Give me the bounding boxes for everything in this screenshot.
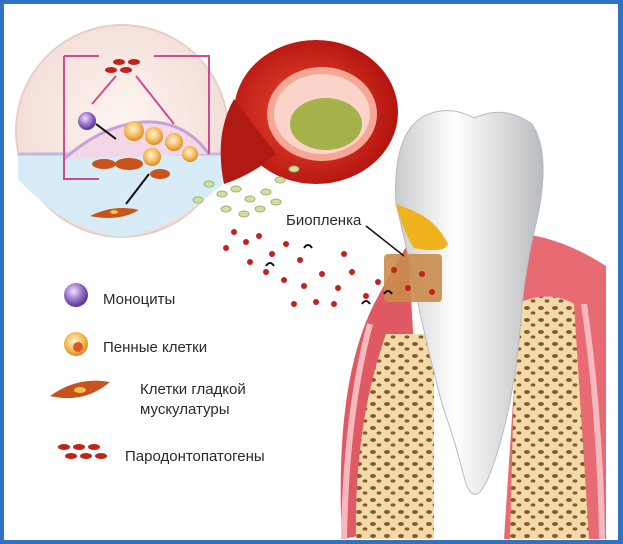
legend-monocytes-label: Моноциты [103, 291, 175, 309]
periodontopathogen-icon [58, 444, 107, 459]
biofilm-pointer [366, 226, 404, 256]
blood-vessel [193, 40, 398, 217]
pathogen-rods [266, 245, 392, 304]
monocyte-icon [64, 283, 88, 307]
inflamed-pocket [384, 254, 442, 302]
artery-inset [16, 25, 228, 237]
legend-smooth-muscle-label-line1: Клетки гладкой [140, 381, 246, 399]
plaque [290, 98, 362, 150]
legend-foam-cells-label: Пенные клетки [103, 339, 207, 357]
smooth-muscle-cell-icon [50, 381, 110, 399]
periodontal-diagram [4, 4, 618, 539]
foam-cell-icon [64, 332, 88, 356]
legend-periodontopathogens-label: Пародонтопатогены [125, 448, 265, 466]
legend-smooth-muscle-label-line2: мускулатуры [140, 401, 229, 419]
monocyte-cell [78, 112, 96, 130]
biofilm-label: Биопленка [286, 212, 361, 230]
